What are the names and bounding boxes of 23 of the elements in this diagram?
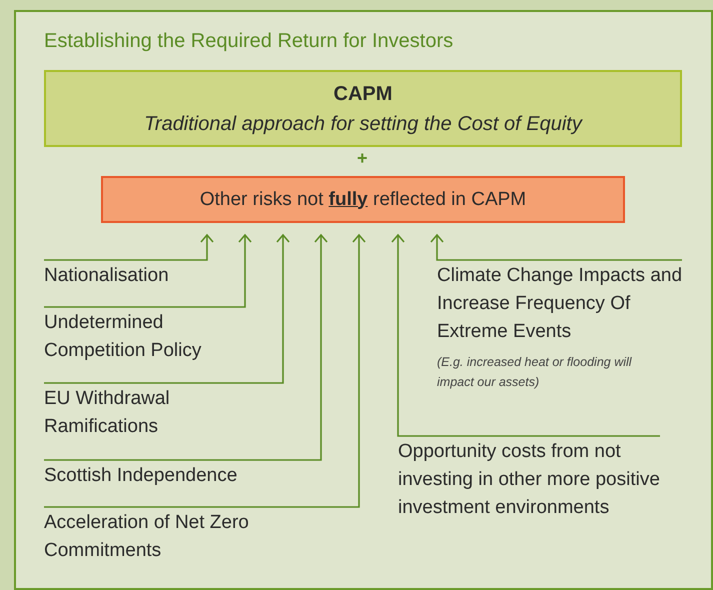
plus-sign: + [357,148,368,169]
risk-box [101,176,625,223]
model-name: CAPM [332,82,394,106]
connector-arrow [44,234,328,461]
panel-heading: Establishing the Required Return for Investors [44,30,454,53]
model-description: Traditional approach for setting the Cost of Equity [143,112,584,136]
model-box [44,70,682,147]
risk-label: Undetermined Competition Policy [44,311,202,363]
connector-arrow [44,234,290,384]
risk-label: EU Withdrawal Ramifications [44,387,171,439]
connector-arrow [44,234,366,508]
connector-arrow [391,234,660,437]
risk-label: Nationalisation [44,264,170,288]
risk-label: Other risks not fully reflected in CAPM [200,188,526,210]
connector-arrow [430,234,682,261]
risk-label: Climate Change Impacts and Increase Frequency Of Extreme Events [437,264,682,344]
connector-arrow [44,234,252,308]
diagram-panel [14,10,713,590]
connector-arrow [44,234,214,261]
risk-label: Opportunity costs from not investing in other more positive investment environments [398,440,660,520]
example-note: (E.g. increased heat or flooding will impact our assets) [437,354,633,391]
risk-label: Scottish Independence [44,464,238,488]
risk-label: Acceleration of Net Zero Commitments [44,511,250,563]
